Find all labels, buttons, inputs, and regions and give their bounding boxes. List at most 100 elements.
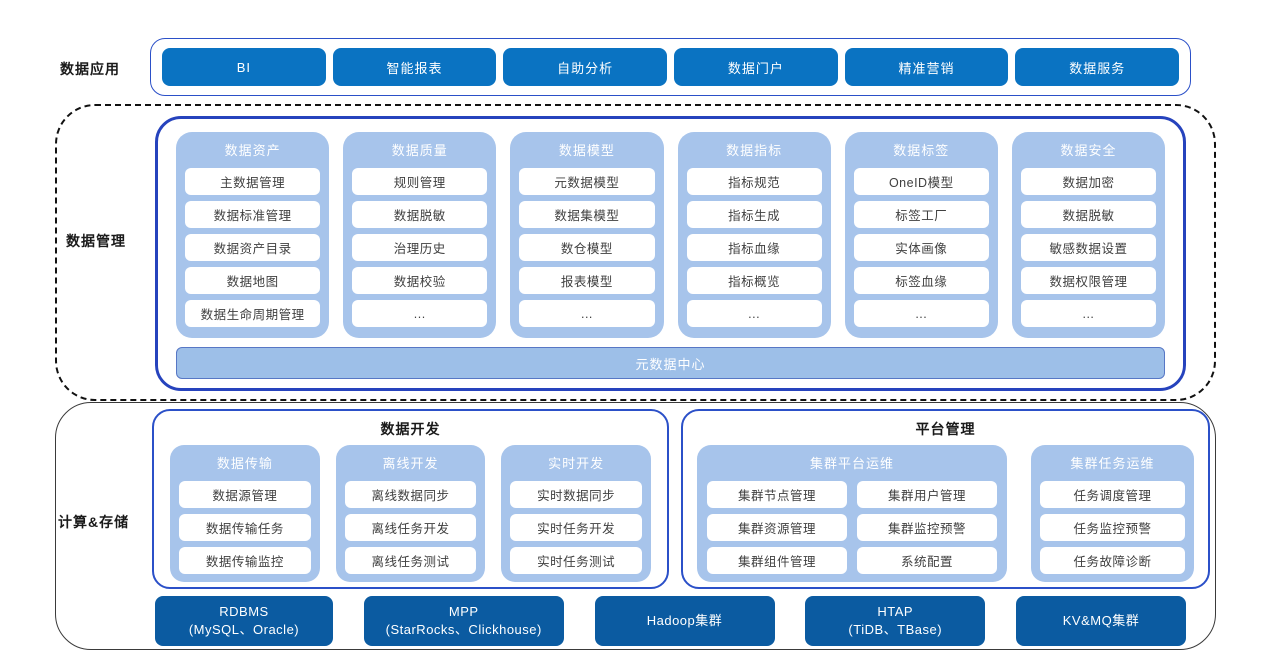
module-item: 集群资源管理 bbox=[707, 514, 847, 541]
compute-storage-container bbox=[55, 402, 1216, 650]
module-item: 数据权限管理 bbox=[1020, 267, 1157, 294]
data-management-container: 数据资产 主数据管理 数据标准管理 数据资产目录 数据地图 数据生命周期管理 数… bbox=[155, 116, 1186, 391]
module-item: 数据传输任务 bbox=[179, 514, 311, 541]
infrastructure-row: RDBMS (MySQL、Oracle) MPP (StarRocks、Clic… bbox=[155, 596, 1186, 646]
module-item: 数据资产目录 bbox=[185, 234, 321, 261]
module-item-more: ... bbox=[853, 300, 989, 327]
module-item: 实时任务测试 bbox=[510, 547, 643, 574]
module-item: 数据脱敏 bbox=[1020, 201, 1157, 228]
module-item: 数据地图 bbox=[185, 267, 321, 294]
module-item: 数仓模型 bbox=[519, 234, 655, 261]
module-item: 任务监控预警 bbox=[1040, 514, 1185, 541]
module-item: 离线任务测试 bbox=[344, 547, 477, 574]
column-header: 数据安全 bbox=[1060, 143, 1117, 158]
app-block-data-service: 数据服务 bbox=[1015, 48, 1180, 86]
module-item-more: ... bbox=[686, 300, 822, 327]
infra-block-line1: MPP bbox=[448, 604, 479, 620]
infra-block-line1: KV&MQ集群 bbox=[1062, 613, 1140, 629]
module-item: 数据集模型 bbox=[519, 201, 655, 228]
column-header: 数据质量 bbox=[391, 143, 448, 158]
section-label-compute-storage: 计算&存储 bbox=[58, 514, 130, 530]
module-item: 数据传输监控 bbox=[179, 547, 311, 574]
app-block-data-portal: 数据门户 bbox=[674, 48, 838, 86]
platform-management-box: 平台管理 集群平台运维 集群节点管理 集群资源管理 集群组件管理 集群用户管理 … bbox=[681, 409, 1210, 589]
infra-block-kvmq: KV&MQ集群 bbox=[1016, 596, 1186, 646]
module-item: 指标血缘 bbox=[686, 234, 822, 261]
column-header: 数据资产 bbox=[224, 143, 281, 158]
module-item: 集群监控预警 bbox=[857, 514, 997, 541]
column-data-asset: 数据资产 主数据管理 数据标准管理 数据资产目录 数据地图 数据生命周期管理 bbox=[176, 132, 330, 338]
cluster-platform-ops-items: 集群节点管理 集群资源管理 集群组件管理 集群用户管理 集群监控预警 系统配置 bbox=[707, 475, 997, 574]
column-offline-dev: 离线开发 离线数据同步 离线任务开发 离线任务测试 bbox=[335, 445, 486, 582]
app-block-smart-report: 智能报表 bbox=[332, 48, 497, 86]
module-item: 离线数据同步 bbox=[344, 481, 477, 508]
column-header: 集群平台运维 bbox=[809, 456, 894, 471]
module-item: 主数据管理 bbox=[185, 168, 321, 195]
module-item: 数据加密 bbox=[1020, 168, 1157, 195]
column-data-label: 数据标签 OneID模型 标签工厂 实体画像 标签血缘 ... bbox=[844, 132, 998, 338]
platform-management-columns: 集群平台运维 集群节点管理 集群资源管理 集群组件管理 集群用户管理 集群监控预… bbox=[683, 439, 1208, 582]
data-apps-container: BI 智能报表 自助分析 数据门户 精准营销 数据服务 bbox=[150, 38, 1191, 96]
module-item: 集群用户管理 bbox=[857, 481, 997, 508]
app-block-self-analysis: 自助分析 bbox=[503, 48, 668, 86]
column-header: 数据指标 bbox=[726, 143, 783, 158]
metadata-center-bar: 元数据中心 bbox=[176, 347, 1165, 379]
module-item: 集群组件管理 bbox=[707, 547, 847, 574]
infra-block-rdbms: RDBMS (MySQL、Oracle) bbox=[155, 596, 333, 646]
module-item: 数据生命周期管理 bbox=[185, 300, 321, 327]
infra-block-line1: HTAP bbox=[877, 604, 914, 620]
app-block-bi: BI bbox=[162, 48, 326, 86]
module-item-more: ... bbox=[519, 300, 655, 327]
infra-block-line1: Hadoop集群 bbox=[646, 613, 723, 629]
module-item: 离线任务开发 bbox=[344, 514, 477, 541]
module-item: 任务调度管理 bbox=[1040, 481, 1185, 508]
column-data-quality: 数据质量 规则管理 数据脱敏 治理历史 数据校验 ... bbox=[343, 132, 497, 338]
module-item-more: ... bbox=[1020, 300, 1157, 327]
section-label-data-management: 数据管理 bbox=[66, 233, 126, 249]
module-item: 集群节点管理 bbox=[707, 481, 847, 508]
app-block-precision-marketing: 精准营销 bbox=[844, 48, 1009, 86]
platform-management-title: 平台管理 bbox=[915, 421, 976, 437]
column-header: 实时开发 bbox=[548, 456, 605, 471]
column-data-security: 数据安全 数据加密 数据脱敏 敏感数据设置 数据权限管理 ... bbox=[1011, 132, 1166, 338]
data-development-columns: 数据传输 数据源管理 数据传输任务 数据传输监控 离线开发 离线数据同步 离线任… bbox=[154, 439, 667, 582]
data-development-title: 数据开发 bbox=[380, 421, 441, 437]
module-item: 报表模型 bbox=[519, 267, 655, 294]
infra-block-line1: RDBMS bbox=[219, 604, 269, 620]
module-item: 规则管理 bbox=[352, 168, 488, 195]
module-item: 数据源管理 bbox=[179, 481, 311, 508]
module-item: 系统配置 bbox=[857, 547, 997, 574]
column-data-transfer: 数据传输 数据源管理 数据传输任务 数据传输监控 bbox=[170, 445, 320, 582]
module-item: 指标概览 bbox=[686, 267, 822, 294]
data-development-box: 数据开发 数据传输 数据源管理 数据传输任务 数据传输监控 离线开发 离线数据同… bbox=[152, 409, 669, 589]
column-realtime-dev: 实时开发 实时数据同步 实时任务开发 实时任务测试 bbox=[501, 445, 652, 582]
module-item: 实体画像 bbox=[853, 234, 989, 261]
infra-block-line2: (MySQL、Oracle) bbox=[188, 622, 300, 637]
module-item: 标签血缘 bbox=[853, 267, 989, 294]
module-item: 实时任务开发 bbox=[510, 514, 643, 541]
column-header: 离线开发 bbox=[382, 456, 439, 471]
infra-block-line2: (TiDB、TBase) bbox=[848, 622, 943, 637]
column-header: 数据传输 bbox=[216, 456, 273, 471]
data-management-dashed-border bbox=[55, 104, 1216, 401]
module-item: 实时数据同步 bbox=[510, 481, 643, 508]
module-item: 治理历史 bbox=[352, 234, 488, 261]
section-label-data-apps: 数据应用 bbox=[60, 61, 120, 77]
infra-block-line2: (StarRocks、Clickhouse) bbox=[385, 622, 542, 637]
group-cluster-platform-ops: 集群平台运维 集群节点管理 集群资源管理 集群组件管理 集群用户管理 集群监控预… bbox=[697, 445, 1007, 582]
module-item: 敏感数据设置 bbox=[1020, 234, 1157, 261]
module-item: 数据标准管理 bbox=[185, 201, 321, 228]
management-columns: 数据资产 主数据管理 数据标准管理 数据资产目录 数据地图 数据生命周期管理 数… bbox=[158, 119, 1183, 338]
module-item: 数据校验 bbox=[352, 267, 488, 294]
module-item: 任务故障诊断 bbox=[1040, 547, 1185, 574]
infra-block-mpp: MPP (StarRocks、Clickhouse) bbox=[363, 596, 564, 646]
group-cluster-task-ops: 集群任务运维 任务调度管理 任务监控预警 任务故障诊断 bbox=[1031, 445, 1194, 582]
infra-block-htap: HTAP (TiDB、TBase) bbox=[805, 596, 986, 646]
module-item: 元数据模型 bbox=[519, 168, 655, 195]
infra-block-hadoop: Hadoop集群 bbox=[594, 596, 775, 646]
module-item: 指标规范 bbox=[686, 168, 822, 195]
module-item: 标签工厂 bbox=[853, 201, 989, 228]
column-header: 数据标签 bbox=[893, 143, 950, 158]
module-item: 指标生成 bbox=[686, 201, 822, 228]
